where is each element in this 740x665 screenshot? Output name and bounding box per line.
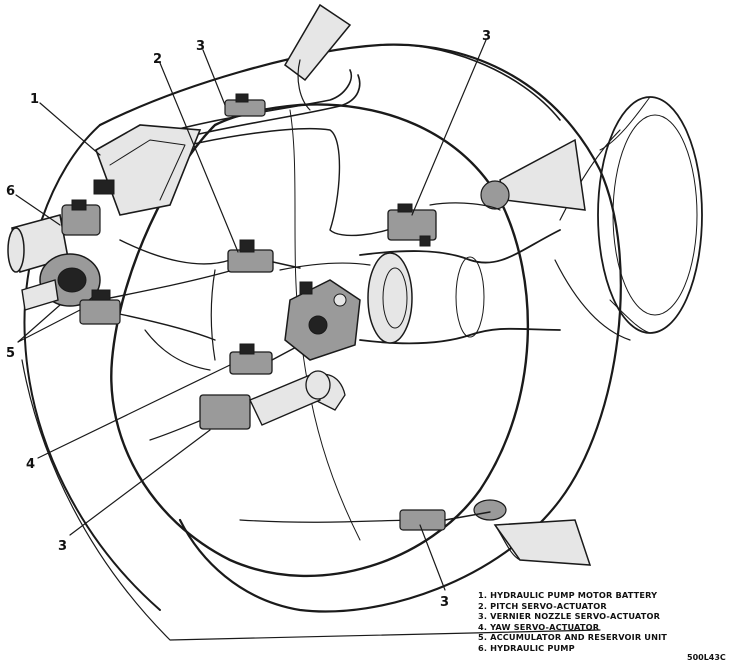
legend-item-3: 3. VERNIER NOZZLE SERVO-ACTUATOR	[478, 611, 661, 622]
callout-3-bottom: 3	[440, 595, 449, 610]
legend-item-6: 6. HYDRAULIC PUMP	[478, 642, 575, 653]
legend-item-2: 2. PITCH SERVO-ACTUATOR	[478, 600, 607, 611]
callout-4: 4	[26, 457, 35, 472]
vernier-servo-actuator-bottom	[399, 509, 491, 531]
vernier-servo-actuator-right	[387, 203, 437, 247]
callout-5: 5	[6, 346, 15, 361]
yaw-servo-actuator	[229, 343, 301, 375]
callout-3-right: 3	[482, 29, 491, 44]
main-engine-bell	[359, 96, 703, 345]
accumulator-reservoir-unit	[21, 253, 121, 325]
vernier-nozzle-bottom	[473, 499, 592, 566]
callout-1: 1	[30, 92, 39, 107]
callout-3-left: 3	[58, 539, 67, 554]
leader-lines	[15, 39, 487, 591]
legend-item-1: 1. HYDRAULIC PUMP MOTOR BATTERY	[478, 590, 658, 600]
vernier-nozzle-top	[284, 3, 352, 111]
callout-6: 6	[6, 184, 15, 199]
component-legend: 1. HYDRAULIC PUMP MOTOR BATTERY 2. PITCH…	[478, 590, 708, 654]
vernier-servo-actuator-top	[224, 93, 266, 117]
figure-code: 500L43C	[687, 653, 726, 662]
vernier-servo-actuator-left	[199, 370, 331, 430]
callout-2: 2	[153, 52, 162, 67]
gimbal-assembly	[284, 279, 361, 361]
legend-item-4: 4. YAW SERVO-ACTUATOR	[478, 621, 600, 632]
hydraulic-pump-motor-battery	[93, 124, 202, 216]
vernier-nozzle-right	[480, 138, 586, 211]
callout-labels: 1 2 3 3 6 5 4 3 3	[6, 29, 491, 610]
callout-3-top: 3	[196, 39, 205, 54]
pitch-servo-actuator	[227, 239, 301, 273]
legend-item-5: 5. ACCUMULATOR AND RESERVOIR UNIT	[478, 632, 668, 643]
